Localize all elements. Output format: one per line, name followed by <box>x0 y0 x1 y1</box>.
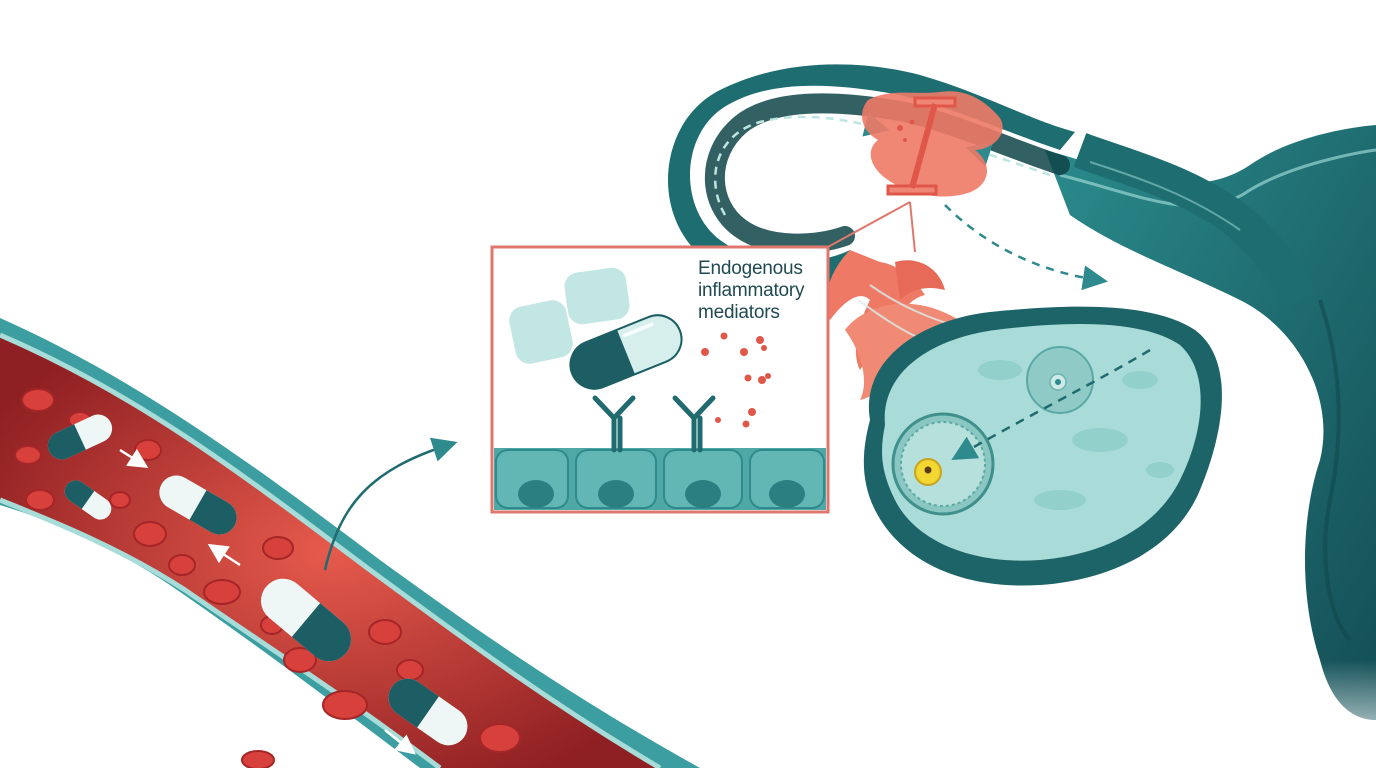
capsule-icon <box>159 475 237 535</box>
red-blood-cell-icon <box>25 489 55 511</box>
blood-flow-arrows <box>119 448 416 755</box>
red-blood-cells <box>14 388 521 768</box>
capsule-icon <box>569 314 683 390</box>
tube-inflammation <box>862 91 1003 197</box>
epithelial-cells <box>494 448 826 510</box>
capsule-icon <box>64 480 112 520</box>
red-blood-cell-icon <box>133 521 167 547</box>
inflammatory-mediator-dots <box>701 332 771 428</box>
red-blood-cell-icon <box>283 647 317 673</box>
red-blood-cell-icon <box>368 619 402 645</box>
inset-label-line-2: inflammatory <box>698 280 805 301</box>
inset-panel <box>490 245 830 514</box>
red-blood-cell-icon <box>479 723 521 753</box>
red-blood-cell-icon <box>322 690 368 720</box>
red-blood-cell-icon <box>134 439 162 461</box>
absorption-arrow <box>323 437 458 571</box>
capsule-icon <box>47 414 113 460</box>
follicle <box>1026 346 1094 414</box>
inset-connector <box>825 201 916 253</box>
inset-label-line-1: Endogenous <box>698 258 803 279</box>
antibody-receptor-icon <box>592 395 716 453</box>
tube-transport-arrow <box>944 204 1108 291</box>
red-blood-cell-icon <box>21 388 55 412</box>
mature-follicle <box>891 412 995 516</box>
capsule-icon <box>388 678 468 746</box>
red-blood-cell-icon <box>14 445 42 465</box>
capsule-icon <box>261 578 351 662</box>
block-bar-icon <box>886 96 957 196</box>
red-blood-cell-icon <box>241 750 275 768</box>
red-blood-cell-icon <box>203 579 241 605</box>
red-blood-cell-icon <box>396 659 424 681</box>
red-blood-cell-icon <box>168 554 196 576</box>
red-blood-cell-icon <box>109 491 131 509</box>
red-blood-cell-icon <box>262 536 294 560</box>
inset-label-line-3: mediators <box>698 302 780 323</box>
inset-label: Endogenous inflammatory mediators <box>698 258 828 324</box>
ovary <box>863 306 1222 586</box>
capsules-in-blood <box>47 414 468 746</box>
